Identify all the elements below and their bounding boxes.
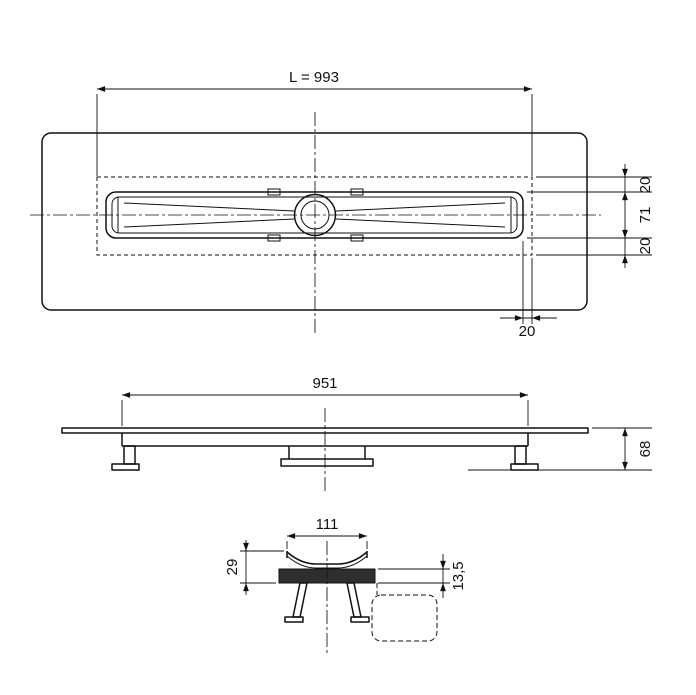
support-foot-left — [111, 445, 140, 471]
shower-board-outline — [41, 132, 588, 311]
odour-trap-dashed-outline — [371, 594, 438, 642]
support-leg-right — [346, 582, 362, 618]
dim-label-section-width: 111 — [316, 516, 339, 533]
dim-plate-thickness: 13,5 — [378, 554, 467, 598]
dim-height: 68 — [468, 427, 654, 471]
dim-label-overall-length: L = 993 — [289, 69, 339, 86]
cutout-dashed-outline — [96, 176, 533, 256]
support-foot-right — [510, 445, 539, 471]
section-view — [278, 541, 438, 653]
elevation-view — [61, 408, 589, 492]
support-leg-left — [292, 582, 308, 618]
drain-sump — [280, 458, 374, 467]
dim-label-plate-thickness: 13,5 — [450, 561, 467, 590]
plan-view — [30, 112, 601, 333]
dim-label-channel-width: 71 — [637, 207, 654, 224]
mounting-clip — [350, 234, 364, 242]
foot-right — [350, 616, 370, 623]
dim-section-depth: 29 — [224, 540, 284, 595]
mounting-clip — [267, 188, 281, 196]
dim-end-offset: 20 — [500, 241, 557, 340]
dim-label-height: 68 — [637, 441, 654, 458]
dim-label-section-depth: 29 — [224, 559, 241, 576]
foot-left — [284, 616, 304, 623]
dim-label-end-offset: 20 — [519, 323, 536, 340]
mounting-clip — [267, 234, 281, 242]
dim-section-width: 111 — [286, 516, 368, 549]
dim-label-channel-length: 951 — [312, 375, 337, 392]
dim-label-offset-top: 20 — [637, 177, 654, 194]
dim-chain-right: 20 71 20 — [527, 164, 654, 268]
mounting-clip — [350, 188, 364, 196]
dim-label-offset-bottom: 20 — [637, 238, 654, 255]
dim-overall-length: L = 993 — [96, 69, 533, 176]
dim-channel-length: 951 — [121, 375, 529, 426]
